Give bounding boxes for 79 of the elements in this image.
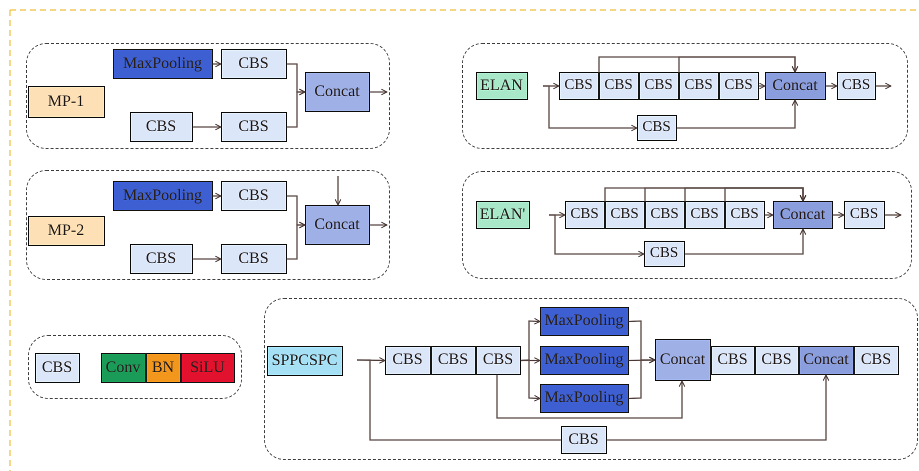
arrow <box>370 222 388 228</box>
cbs-block: CBS <box>854 346 898 374</box>
arrow <box>287 222 306 260</box>
arrow <box>543 85 638 132</box>
dashed-panel <box>462 43 908 149</box>
cbs-block: CBS <box>718 72 758 100</box>
connector-line <box>357 359 561 441</box>
conv-block: Conv <box>100 352 146 382</box>
cbs-block: CBS <box>684 200 724 228</box>
bn-block: BN <box>146 352 180 382</box>
arrow <box>876 82 892 90</box>
arrow <box>287 88 306 128</box>
cbs-block: CBS <box>476 346 520 374</box>
cbs-block: CBS <box>558 72 598 100</box>
cbs-block: CBS <box>130 112 192 142</box>
arrow <box>724 187 806 202</box>
arrow <box>885 212 902 218</box>
module-label: ELAN <box>476 72 528 100</box>
concat-block: Concat <box>764 72 826 100</box>
silu-block: SiLU <box>180 352 234 382</box>
cbs-block: CBS <box>430 346 476 374</box>
arrow <box>826 82 838 90</box>
arrow <box>765 212 774 218</box>
arrow <box>607 374 830 441</box>
arrow <box>213 192 222 200</box>
dashed-panel <box>26 43 390 149</box>
cbs-block: CBS <box>604 200 644 228</box>
dashed-panel <box>264 298 918 460</box>
arrow <box>213 60 222 68</box>
maxpooling-block: MaxPooling <box>540 384 628 412</box>
cbs-block: CBS <box>564 200 604 228</box>
arrow <box>678 56 798 72</box>
cbs-block: CBS <box>644 240 684 266</box>
maxpooling-block: MaxPooling <box>112 180 212 210</box>
arrow <box>628 356 656 400</box>
cbs-block: CBS <box>644 200 684 228</box>
arrow <box>496 375 686 419</box>
cbs-block: CBS <box>724 200 764 228</box>
cbs-block: CBS <box>560 426 606 454</box>
module-label: SPPCSPC <box>266 346 342 376</box>
arrow <box>193 124 222 130</box>
concat-block: Concat <box>654 338 710 380</box>
cbs-block: CBS <box>220 180 286 210</box>
maxpooling-block: MaxPooling <box>540 346 628 374</box>
cbs-block: CBS <box>130 244 192 274</box>
cbs-block: CBS <box>598 72 638 100</box>
arrow <box>758 82 766 90</box>
maxpooling-block: MaxPooling <box>112 48 212 78</box>
arrow <box>549 214 644 258</box>
maxpooling-block: MaxPooling <box>540 306 628 336</box>
cbs-block: CBS <box>220 112 286 142</box>
cbs-block: CBS <box>220 244 286 274</box>
dashed-panel <box>462 171 912 279</box>
module-label: MP-2 <box>28 216 104 246</box>
cbs-block: CBS <box>638 72 678 100</box>
cbs-block: CBS <box>836 72 876 100</box>
cbs-block: CBS <box>754 346 798 374</box>
dashed-panel <box>26 170 390 280</box>
arrow <box>677 100 798 129</box>
arrow <box>520 359 540 402</box>
cbs-block: CBS <box>678 72 718 100</box>
concat-block: Concat <box>772 200 832 228</box>
arrow <box>370 88 388 96</box>
arrow <box>193 256 222 262</box>
cbs-block: CBS <box>636 114 676 140</box>
arrow <box>334 176 342 206</box>
cbs-block: CBS <box>710 346 754 374</box>
concat-block: Concat <box>798 346 854 374</box>
arrow <box>685 228 806 255</box>
dashed-panel <box>28 335 242 399</box>
cbs-block: CBS <box>384 346 430 374</box>
cbs-block: CBS <box>844 200 884 228</box>
concat-block: Concat <box>304 204 370 244</box>
arrow <box>833 212 844 218</box>
concat-block: Concat <box>304 72 370 112</box>
cbs-block: CBS <box>34 352 80 382</box>
module-label: ELAN' <box>476 200 530 228</box>
cbs-block: CBS <box>220 48 286 78</box>
module-label: MP-1 <box>28 86 104 118</box>
